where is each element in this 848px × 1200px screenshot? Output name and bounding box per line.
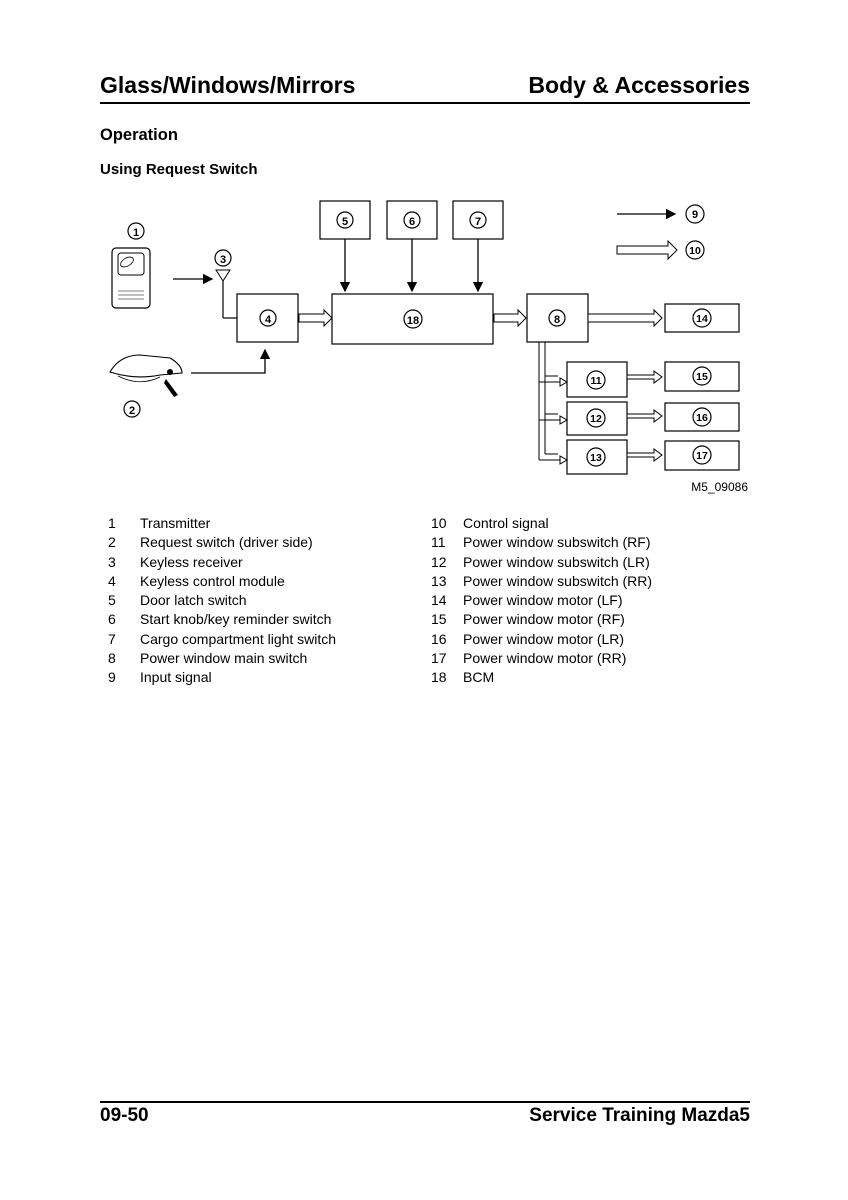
svg-text:12: 12 xyxy=(590,413,602,425)
node-3: 3 xyxy=(214,249,232,267)
svg-text:1: 1 xyxy=(133,227,139,239)
node-12: 12 xyxy=(566,401,628,436)
svg-text:6: 6 xyxy=(409,216,415,228)
control-arrow-4-18 xyxy=(298,308,333,328)
svg-text:16: 16 xyxy=(696,412,708,424)
node-1: 1 xyxy=(127,222,145,240)
control-arrow-18-8 xyxy=(493,308,527,328)
svg-text:13: 13 xyxy=(590,452,602,464)
publication-title: Service Training Mazda5 xyxy=(529,1105,750,1126)
node-17: 17 xyxy=(664,440,740,471)
node-5: 5 xyxy=(319,200,371,240)
section-category: Body & Accessories xyxy=(528,72,750,98)
page-number: 09-50 xyxy=(100,1105,149,1126)
figure-id: M5_09086 xyxy=(691,480,748,494)
node-7: 7 xyxy=(452,200,504,240)
node-15: 15 xyxy=(664,361,740,392)
key-input-signal: 9 xyxy=(617,204,705,224)
svg-text:17: 17 xyxy=(696,450,708,462)
block-diagram: 1 3 4 2 5 6 7 xyxy=(109,200,748,494)
section-heading: Operation xyxy=(100,126,178,144)
control-arrow-11-15 xyxy=(626,370,663,384)
svg-text:15: 15 xyxy=(696,371,708,383)
control-arrow-13-17 xyxy=(626,448,663,462)
svg-text:14: 14 xyxy=(696,313,708,325)
branch-lines xyxy=(538,342,569,465)
antenna-icon xyxy=(215,269,237,319)
node-8: 8 xyxy=(526,293,589,343)
node-11: 11 xyxy=(566,361,628,398)
svg-text:18: 18 xyxy=(407,315,419,327)
node-4: 4 xyxy=(236,293,299,343)
chapter-title: Glass/Windows/Mirrors xyxy=(100,72,356,98)
svg-text:9: 9 xyxy=(692,209,698,221)
node-16: 16 xyxy=(664,402,740,432)
svg-text:10: 10 xyxy=(689,245,701,257)
node-6: 6 xyxy=(386,200,438,240)
svg-text:5: 5 xyxy=(342,216,348,228)
transmitter-icon xyxy=(111,247,151,309)
control-arrow-12-16 xyxy=(626,409,663,423)
node-18: 18 xyxy=(331,293,494,345)
svg-text:4: 4 xyxy=(265,314,272,326)
svg-text:3: 3 xyxy=(220,254,226,266)
page-footer: 09-50 Service Training Mazda5 xyxy=(100,1101,750,1126)
key-control-signal: 10 xyxy=(616,239,705,261)
control-arrow-8-14 xyxy=(587,308,663,328)
node-14: 14 xyxy=(664,303,740,333)
svg-text:7: 7 xyxy=(475,216,481,228)
svg-text:8: 8 xyxy=(554,314,560,326)
svg-text:11: 11 xyxy=(590,375,601,387)
node-13: 13 xyxy=(566,439,628,475)
node-2: 2 xyxy=(123,400,141,418)
svg-text:2: 2 xyxy=(129,405,135,417)
door-handle-icon xyxy=(109,354,183,397)
page-header: Glass/Windows/Mirrors Body & Accessories xyxy=(100,72,750,104)
subsection-heading: Using Request Switch xyxy=(100,161,258,178)
